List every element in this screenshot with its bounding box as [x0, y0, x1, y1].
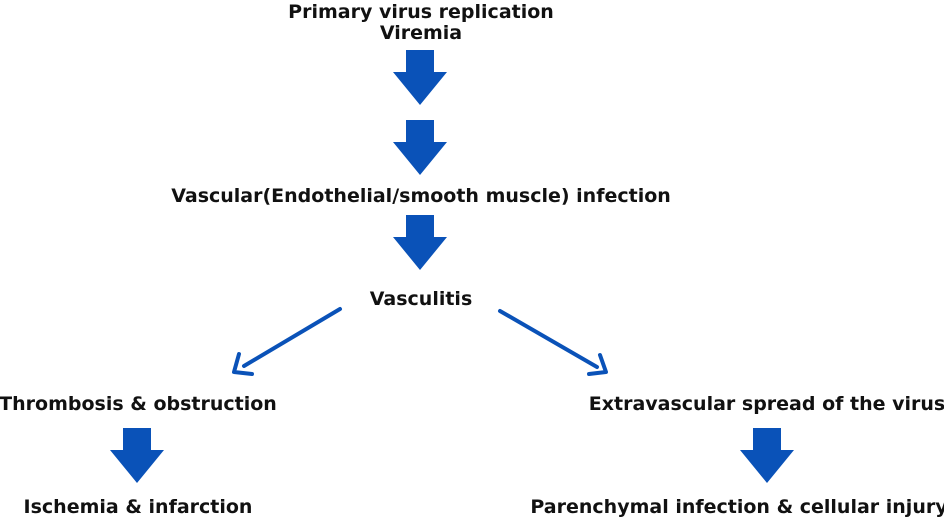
block-arrow-left-branch [110, 428, 164, 483]
node-primary-replication: Primary virus replication [288, 1, 554, 23]
block-arrow-3 [393, 215, 447, 270]
node-viremia: Viremia [379, 22, 463, 44]
block-arrow-1 [393, 50, 447, 105]
diagonal-arrow-left [232, 307, 342, 376]
node-vascular-infection: Vascular(Endothelial/smooth muscle) infe… [171, 185, 671, 207]
node-vasculitis: Vasculitis [369, 288, 473, 310]
block-arrow-2 [393, 120, 447, 175]
node-ischemia: Ischemia & infarction [23, 496, 253, 518]
node-extravascular-spread: Extravascular spread of the virus [588, 393, 944, 415]
node-parenchymal-injury: Parenchymal infection & cellular injury [530, 496, 944, 518]
block-arrow-right-branch [740, 428, 794, 483]
diagonal-arrow-right [498, 309, 608, 376]
node-thrombosis: Thrombosis & obstruction [0, 393, 277, 415]
